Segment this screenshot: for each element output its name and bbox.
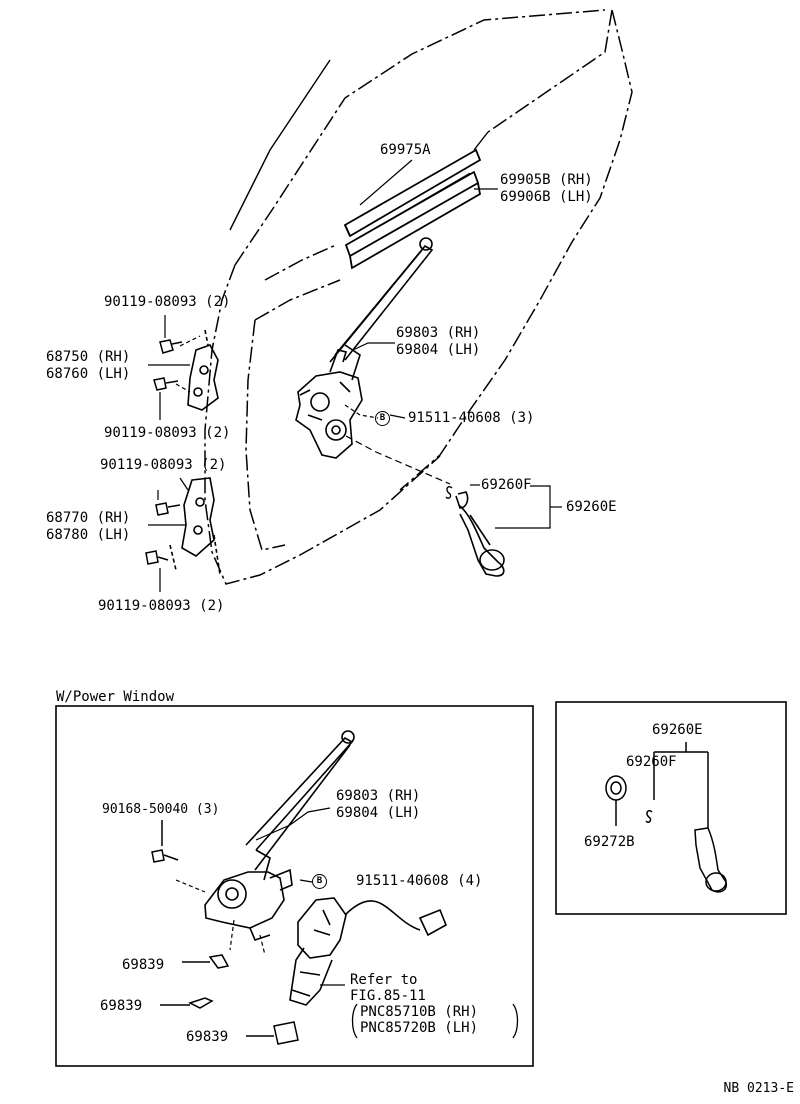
window-handle [455,491,505,577]
lower-hinge-bolts [145,502,181,565]
inset-frame [555,701,787,915]
figure-code: NB 0213-E [723,1081,794,1096]
label-69803: 69803 (RH) [396,325,481,341]
label-69906B: 69906B (LH) [500,189,593,205]
label-inset-69260E: 69260E [652,722,703,738]
glass-run-channels [343,148,482,270]
refer-line-4: PNC85720B (LH) [360,1020,479,1036]
door-outline [204,9,633,585]
label-91511-manual: 91511-40608 (3) [408,410,535,426]
channel-leaders [359,159,498,419]
regulator-leader-lines [344,342,451,485]
clip-69260F [445,485,453,499]
refer-line-1: Refer to [350,972,418,988]
label-69839-a: 69839 [122,957,165,973]
label-69260E: 69260E [566,499,617,515]
label-69839-b: 69839 [100,998,143,1014]
label-68770: 68770 (RH) [46,510,131,526]
inset-parts [605,742,727,893]
upper-hinge-bolts [153,339,183,391]
refer-parens [351,1003,519,1039]
power-bolt [151,820,179,863]
power-window-frame [55,705,534,1067]
lower-hinge [169,477,221,576]
label-inset-69272B: 69272B [584,834,635,850]
label-90168: 90168-50040 (3) [102,802,220,817]
label-bolt-upper-2: 90119-08093 (2) [104,425,231,441]
label-69975A: 69975A [380,142,431,158]
power-regulator [204,730,355,941]
leader-lines-handle [470,484,562,529]
part-69839-wedge [160,997,214,1009]
upper-hinge [187,329,219,411]
label-69260F: 69260F [481,477,532,493]
label-pw-69804: 69804 (LH) [336,805,421,821]
label-bolt-lower-2: 90119-08093 (2) [98,598,225,614]
b-marker-icon: B [375,411,390,426]
door-inner-edge [229,59,489,231]
part-69839-pad [246,1021,299,1045]
label-69804: 69804 (LH) [396,342,481,358]
upper-hinge-leaders [148,315,201,420]
label-pw-69803: 69803 (RH) [336,788,421,804]
part-69839-clip [182,954,230,969]
power-regulator-leaders [175,807,331,956]
label-68750: 68750 (RH) [46,349,131,365]
label-bolt-upper-1: 90119-08093 (2) [104,294,231,310]
label-69839-c: 69839 [186,1029,229,1045]
label-68760: 68760 (LH) [46,366,131,382]
label-bolt-lower-1: 90119-08093 (2) [100,457,227,473]
manual-window-regulator [295,237,434,459]
label-91511-power: 91511-40608 (4) [356,873,483,889]
refer-line-2: FIG.85-11 [350,988,426,1004]
lower-hinge-leaders [148,477,189,592]
label-69905B: 69905B (RH) [500,172,593,188]
power-window-title: W/Power Window [56,689,175,705]
b-marker-icon-power: B [312,874,327,889]
label-inset-69260F: 69260F [626,754,677,770]
label-68780: 68780 (LH) [46,527,131,543]
refer-line-3: PNC85710B (RH) [360,1004,479,1020]
